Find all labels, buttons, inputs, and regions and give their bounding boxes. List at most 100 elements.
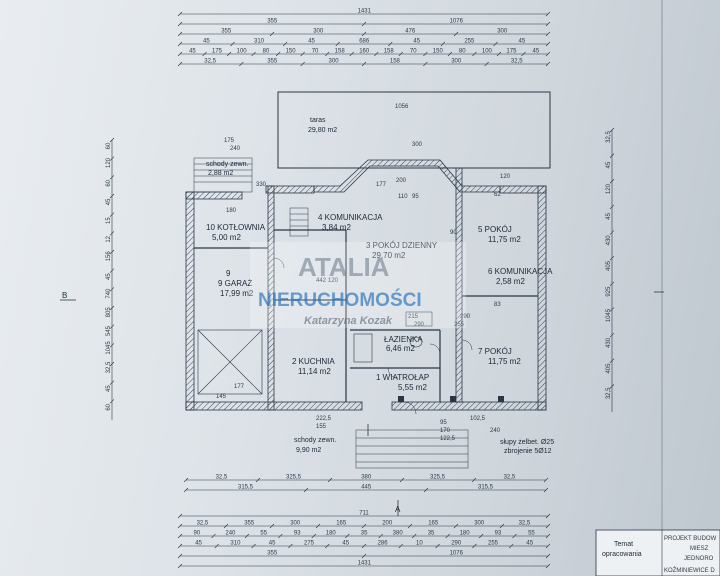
title-block: Temat opracowania PROJEKT BUDOW MIESZ JE… (595, 529, 720, 576)
top-dim-value: 70 (410, 49, 417, 55)
top-dim-value: 300 (497, 29, 508, 35)
inner-dim-value: 122,5 (440, 436, 456, 442)
top-dim-tick (177, 61, 183, 67)
inner-dim-value: 83 (494, 302, 501, 308)
bottom-dim-value: 93 (294, 531, 301, 537)
top-dim-tick (398, 51, 404, 57)
top-dim-tick (226, 51, 232, 57)
bottom-dim-value: 45 (526, 541, 533, 547)
bottom-dim-tick (324, 543, 330, 549)
room-pokoj-dzienny-name: 3 POKÓJ DZIENNY (366, 241, 438, 250)
left-dim-value: 60 (106, 179, 112, 186)
bottom-dim-value: 32,5 (197, 521, 209, 527)
exterior-walls (185, 159, 547, 411)
top-dim-value: 70 (312, 49, 319, 55)
top-dim-value: 1431 (358, 9, 372, 15)
top-dim-value: 32,5 (511, 59, 523, 65)
bottom-dim-value: 255 (488, 541, 499, 547)
bottom-dim-value: 300 (290, 521, 301, 527)
right-dim-value: 405 (606, 260, 612, 271)
top-dim-value: 355 (267, 19, 278, 25)
title-projekt: PROJEKT BUDOW (664, 536, 717, 542)
right-dim-value: 1045 (606, 308, 612, 322)
left-dim-tick (109, 380, 115, 385)
note-reinforcement: zbrojenie 5Ø12 (504, 448, 552, 455)
inner-dim-value: 62 (494, 192, 501, 198)
bottom-dim-tick (315, 523, 321, 529)
inner-dim-value: 90 (450, 230, 457, 236)
title-jedno: JEDNORO (684, 556, 714, 562)
top-dim-value: 158 (335, 49, 346, 55)
bottom-dim-value: 45 (342, 541, 349, 547)
room-wiatrolap-name: 1 WIATROŁAP (376, 373, 429, 382)
left-dim-tick (109, 361, 115, 367)
inner-dim-value: 177 (234, 384, 245, 390)
door-swings (273, 257, 473, 415)
title-miesz: MIESZ (690, 546, 709, 552)
garage-door-symbol (197, 329, 263, 395)
columns (398, 396, 504, 402)
inner-dim-value: 330 (256, 182, 267, 188)
top-dim-tick (269, 31, 275, 37)
title-opracowania: opracowania (602, 551, 642, 558)
room-garaz-number: 9 (226, 269, 231, 278)
left-dim-tick (109, 193, 115, 199)
bottom-dim-tick (177, 533, 183, 539)
left-dim-value: 60 (106, 142, 112, 149)
room-taras-area: 29,80 m2 (308, 127, 337, 134)
bottom-dim-value: 165 (336, 521, 347, 527)
top-dim-value: 1076 (450, 19, 464, 25)
room-stairs-bottom-area: 9,90 m2 (296, 447, 321, 454)
bottom-dim-tick (508, 543, 514, 549)
top-dim-value: 255 (464, 39, 475, 45)
top-dim-tick (361, 31, 367, 37)
top-dim-value: 175 (506, 49, 517, 55)
top-dim-tick (177, 31, 183, 37)
top-dim-tick (388, 41, 393, 47)
bottom-dim-tick (177, 553, 183, 559)
title-kozmin: KOŹMINIEWICE D (664, 567, 715, 574)
bottom-dim-value: 45 (269, 541, 276, 547)
top-dim-tick (349, 51, 354, 57)
left-dim-tick (109, 137, 115, 143)
bottom-dim-tick (211, 533, 216, 539)
right-dim-tick (609, 153, 615, 158)
top-dim-tick (202, 51, 207, 57)
bottom-dim-tick (214, 543, 220, 549)
top-dim-tick (453, 31, 459, 37)
inner-dim-value: 155 (316, 424, 327, 430)
inner-dim-value: 255 (454, 322, 465, 328)
bottom-dim-value: 355 (267, 551, 278, 557)
left-dim-tick (109, 156, 115, 161)
bottom-dim-tick (361, 553, 367, 559)
right-dim-tick (609, 307, 615, 312)
inner-dim-value: 175 (224, 138, 235, 144)
top-dim-tick (374, 51, 379, 57)
top-dim-tick (275, 51, 281, 57)
interior-stairs (289, 207, 309, 237)
top-dim-tick (545, 51, 551, 57)
section-markers (60, 291, 664, 516)
top-dim-value: 32,5 (204, 59, 216, 65)
title-temat: Temat (614, 541, 633, 548)
mid-dim-value: 445 (361, 485, 372, 491)
inner-dim-value: 200 (396, 178, 407, 184)
inner-dim-value: 240 (490, 428, 501, 434)
bottom-dim-tick (478, 533, 484, 539)
top-dim-value: 150 (286, 49, 297, 55)
bottom-dim-value: 355 (244, 521, 255, 527)
bottom-dim-tick (361, 523, 367, 529)
bottom-dim-tick (512, 533, 517, 539)
bottom-dim-tick (311, 533, 317, 539)
top-dim-tick (324, 51, 330, 57)
room-pokoj-dzienny-area: 29,70 m2 (372, 251, 406, 260)
room-taras-name: taras (310, 117, 326, 124)
room-stairs-top-name: schody zewn. (206, 161, 248, 168)
top-dim-tick (545, 21, 551, 27)
top-dim-tick (177, 51, 183, 57)
mid-dim-tick (255, 477, 261, 483)
